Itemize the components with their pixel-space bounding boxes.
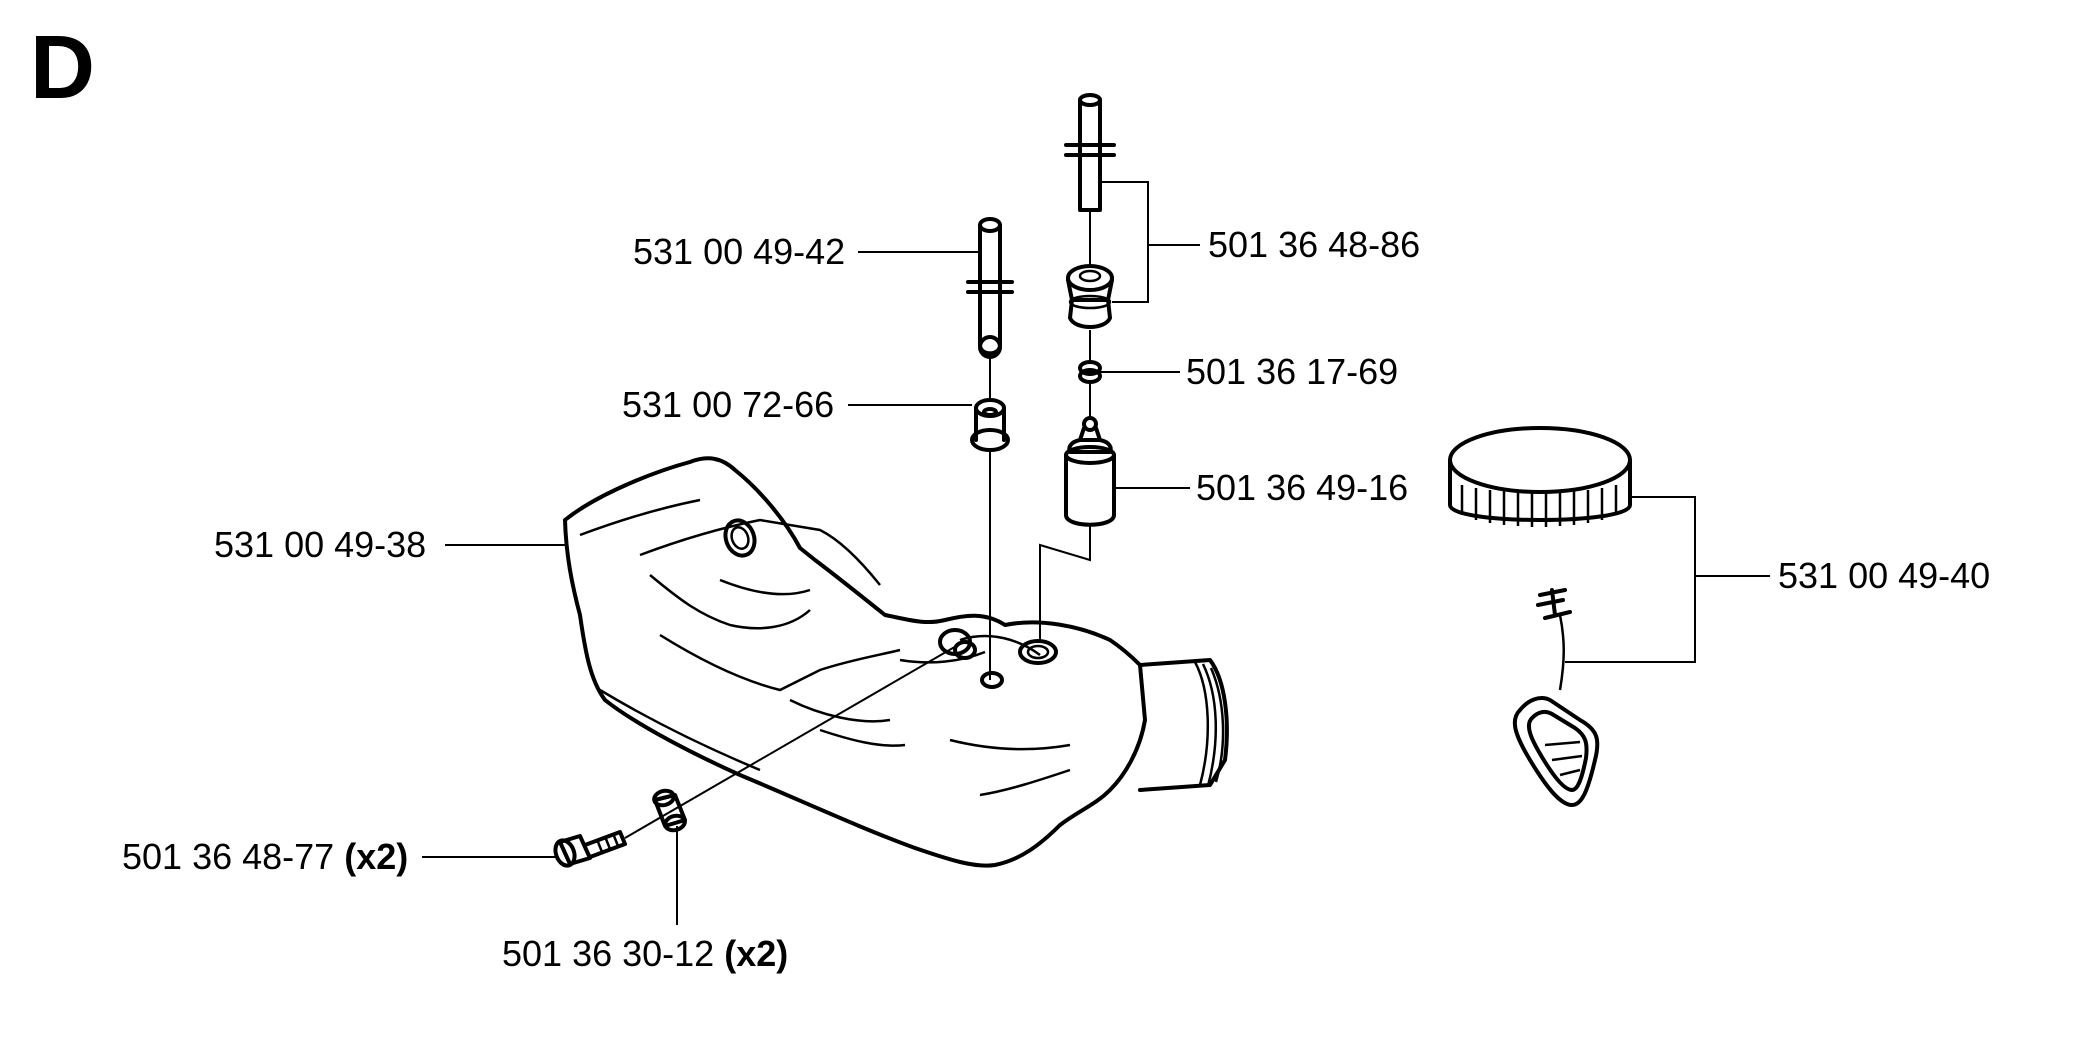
spacer-drawing bbox=[652, 788, 687, 833]
label-hose-clip: 501 36 17-69 bbox=[1186, 351, 1398, 392]
label-screw: 501 36 48-77 (x2) bbox=[122, 836, 408, 877]
label-fuel-filter: 501 36 49-16 bbox=[1196, 467, 1408, 508]
label-grommet: 531 00 72-66 bbox=[622, 384, 834, 425]
label-fuel-cap: 531 00 49-40 bbox=[1778, 555, 1990, 596]
hose-clip-drawing bbox=[1078, 360, 1102, 418]
qty-spacer: (x2) bbox=[724, 933, 788, 974]
fuel-hose-drawing bbox=[966, 217, 1014, 402]
qty-screw: (x2) bbox=[344, 836, 408, 877]
label-fuel-pickup-hose: 501 36 48-86 bbox=[1208, 224, 1420, 265]
fuel-pickup-hose-drawing bbox=[1064, 93, 1116, 362]
fuel-cap-drawing bbox=[1448, 426, 1632, 807]
label-fuel-tank: 531 00 49-38 bbox=[214, 524, 426, 565]
section-letter: D bbox=[30, 18, 95, 118]
screw-drawing bbox=[553, 830, 627, 868]
label-fuel-hose: 531 00 49-42 bbox=[633, 231, 845, 272]
fuel-tank-drawing bbox=[563, 456, 1229, 868]
fuel-filter-drawing bbox=[1039, 416, 1116, 640]
label-spacer: 501 36 30-12 (x2) bbox=[502, 933, 788, 974]
leader-lines bbox=[422, 181, 1770, 925]
grommet-drawing bbox=[970, 398, 1010, 680]
screw-alignment-line bbox=[624, 644, 959, 839]
